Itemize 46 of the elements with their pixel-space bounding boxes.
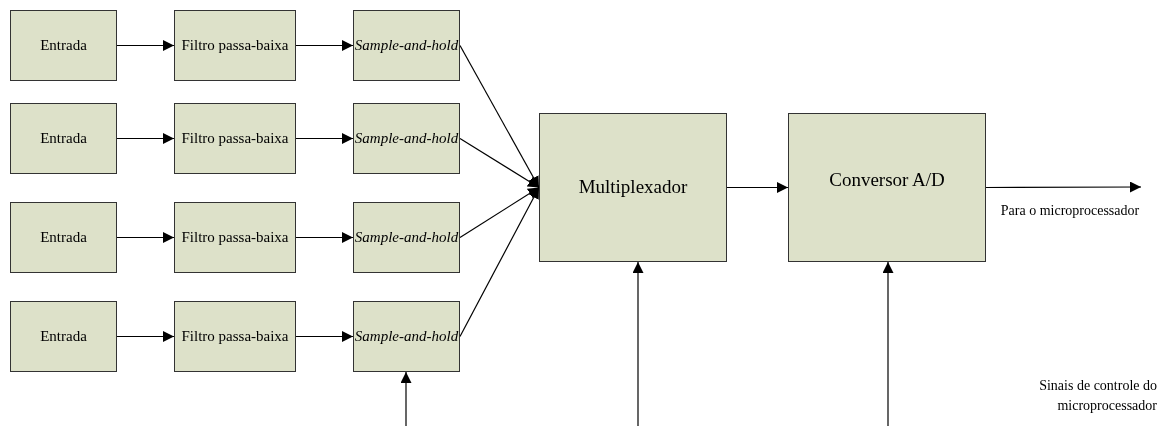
arrow: [459, 186, 540, 338]
block-label: Filtro passa-baixa: [181, 36, 289, 55]
input-block: [10, 301, 117, 372]
filter-block: [174, 301, 296, 372]
arrow: [295, 40, 354, 51]
arrow: [295, 331, 354, 342]
converter-block: [788, 113, 986, 262]
block-label: Conversor A/D: [829, 167, 945, 192]
arrow: [116, 232, 175, 243]
block-label: Entrada: [40, 36, 87, 56]
block-label: Sample-and-hold: [354, 228, 459, 247]
block-label: Multiplexador: [578, 175, 688, 200]
multiplexer-block: [539, 113, 727, 262]
arrow: [295, 232, 354, 243]
note-label: Sinais de controle do microprocessador: [1038, 377, 1157, 415]
arrow: [116, 331, 175, 342]
block-label: Sample-and-hold: [354, 327, 459, 346]
arrow: [295, 133, 354, 144]
input-block: [10, 103, 117, 174]
arrow: [116, 40, 175, 51]
filter-block: [174, 202, 296, 273]
arrow: [882, 261, 894, 426]
arrow: [985, 181, 1142, 193]
arrow: [459, 44, 540, 189]
arrow: [116, 133, 175, 144]
block-label: Sample-and-hold: [354, 129, 459, 148]
sample-hold-block: [353, 202, 460, 273]
sample-hold-block: [353, 10, 460, 81]
input-block: [10, 10, 117, 81]
arrow: [459, 186, 540, 239]
arrow: [400, 371, 412, 426]
arrow: [632, 261, 644, 426]
block-label: Filtro passa-baixa: [181, 129, 289, 148]
block-label: Sample-and-hold: [354, 36, 459, 55]
block-label: Entrada: [40, 228, 87, 248]
input-block: [10, 202, 117, 273]
filter-block: [174, 103, 296, 174]
block-label: Filtro passa-baixa: [181, 228, 289, 247]
arrow: [726, 182, 789, 193]
block-label: Entrada: [40, 129, 87, 149]
filter-block: [174, 10, 296, 81]
block-label: Filtro passa-baixa: [181, 327, 289, 346]
sample-hold-block: [353, 103, 460, 174]
block-label: Entrada: [40, 327, 87, 347]
arrow: [459, 137, 540, 189]
sample-hold-block: [353, 301, 460, 372]
